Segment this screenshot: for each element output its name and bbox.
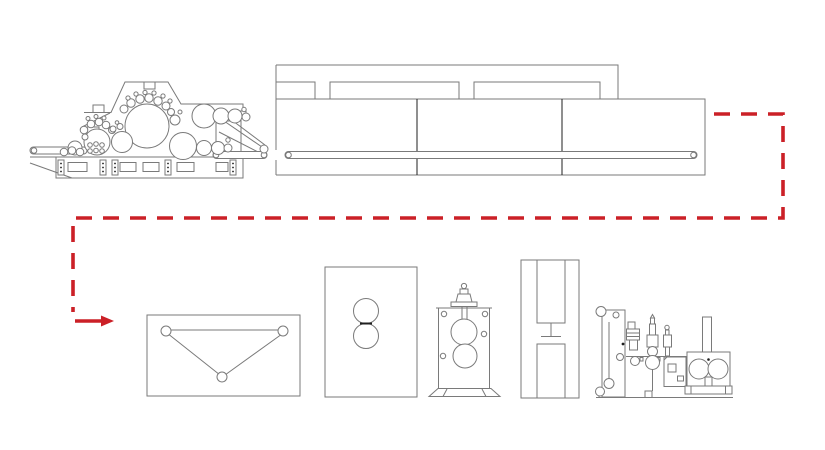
belt-opener-unit [146, 314, 301, 397]
flow-dashed-line [71, 112, 785, 312]
base-bearing-blocks [57, 159, 237, 176]
two-roll-unit [324, 266, 418, 398]
vertical-chute-unit [520, 259, 580, 399]
calender-stand [427, 282, 502, 397]
winding-unit [595, 306, 733, 398]
card-cylinders [59, 89, 251, 160]
flow-arrow [75, 315, 114, 327]
conveyor-oven [275, 64, 706, 176]
flow-path [71, 112, 785, 327]
carding-machine [29, 81, 269, 179]
